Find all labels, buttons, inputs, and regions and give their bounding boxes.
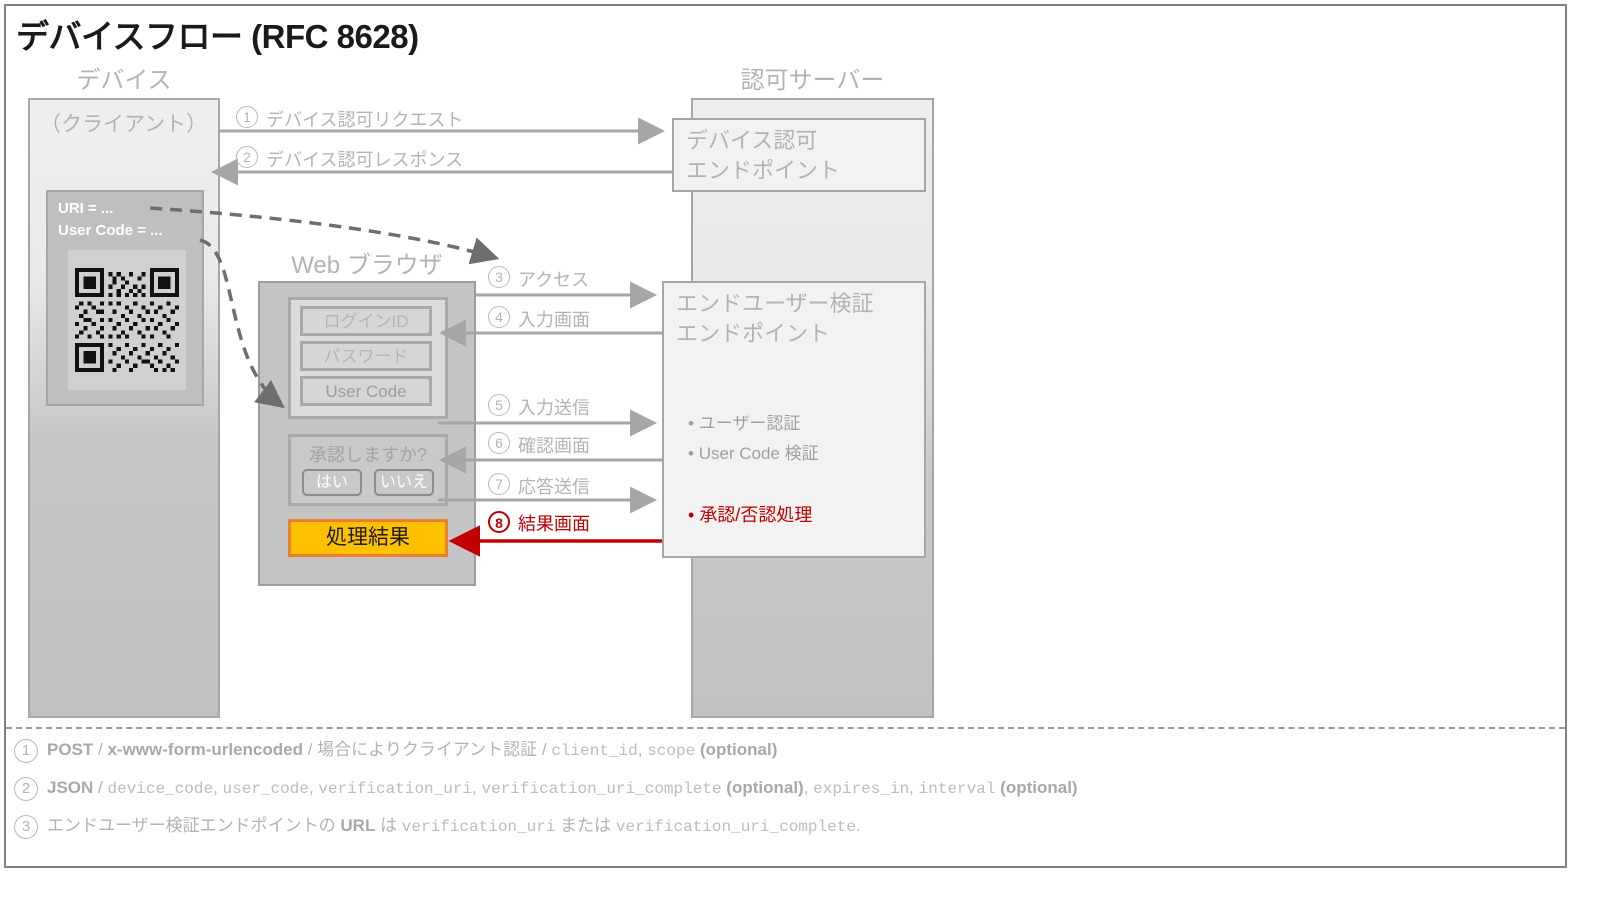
password-field[interactable]: パスワード xyxy=(300,341,432,371)
msg-num-5: 5 xyxy=(488,394,510,416)
footnote-2-num: 2 xyxy=(14,777,38,801)
msg-label-5: 入力送信 xyxy=(518,398,590,418)
msg-label-4: 入力画面 xyxy=(518,310,590,330)
login-id-field[interactable]: ログインID xyxy=(300,306,432,336)
footnote-1-num: 1 xyxy=(14,739,38,763)
approve-button[interactable]: はい xyxy=(302,469,362,496)
lane-heading-browser: Web ブラウザ xyxy=(291,252,443,279)
footnote-divider xyxy=(6,727,1565,729)
page-title: デバイスフロー (RFC 8628) xyxy=(16,18,419,55)
footnote-1-text: POST / x-www-form-urlencoded / 場合によりクライア… xyxy=(47,740,778,760)
end-user-verification-endpoint-box: エンドユーザー検証 エンドポイント ユーザー認証 User Code 検証 承認… xyxy=(662,281,926,558)
end-user-verification-endpoint-label: エンドユーザー検証 エンドポイント xyxy=(676,289,874,349)
msg-label-1: デバイス認可リクエスト xyxy=(266,110,464,130)
footnote-1: 1 POST / x-www-form-urlencoded / 場合によりクラ… xyxy=(14,738,777,763)
footnote-3-text: エンドユーザー検証エンドポイントの URL は verification_uri… xyxy=(47,816,861,836)
device-uri-text: URI = ... xyxy=(58,200,114,217)
device-display-panel: URI = ... User Code = ... xyxy=(46,190,204,406)
msg-num-2: 2 xyxy=(236,146,258,168)
footnote-3-num: 3 xyxy=(14,815,38,839)
msg-num-8: 8 xyxy=(488,511,510,533)
msg-label-3: アクセス xyxy=(518,270,590,290)
lane-heading-device: デバイス xyxy=(76,67,172,94)
device-client-caption: （クライアント） xyxy=(40,113,208,136)
msg-num-7: 7 xyxy=(488,473,510,495)
deny-button[interactable]: いいえ xyxy=(374,469,434,496)
ep1-line1: デバイス認可 xyxy=(686,128,818,153)
result-banner: 処理結果 xyxy=(288,519,448,557)
web-browser-window: ログインID パスワード User Code 承認しますか? はい いいえ 処理… xyxy=(258,281,476,586)
device-usercode-text: User Code = ... xyxy=(58,222,163,239)
msg-num-6: 6 xyxy=(488,432,510,454)
bullet-user-auth: ユーザー認証 xyxy=(688,409,819,439)
footnote-2-text: JSON / device_code, user_code, verificat… xyxy=(47,778,1078,798)
device-authorization-endpoint-label: デバイス認可 エンドポイント xyxy=(686,126,840,186)
user-code-field[interactable]: User Code xyxy=(300,376,432,406)
msg-label-2: デバイス認可レスポンス xyxy=(266,150,464,170)
consent-prompt-group: 承認しますか? はい いいえ xyxy=(288,434,448,506)
msg-label-8: 結果画面 xyxy=(518,514,590,534)
qr-code-icon xyxy=(75,268,179,372)
ep2-line1: エンドユーザー検証 xyxy=(676,291,874,316)
msg-label-7: 応答送信 xyxy=(518,477,590,497)
login-form-group: ログインID パスワード User Code xyxy=(288,297,448,419)
device-authorization-endpoint-box: デバイス認可 エンドポイント xyxy=(672,118,926,192)
qr-code-frame xyxy=(68,250,186,390)
ep1-line2: エンドポイント xyxy=(686,158,841,183)
msg-label-6: 確認画面 xyxy=(518,436,590,456)
bullet-approve-deny: 承認/否認処理 xyxy=(688,501,812,527)
msg-num-3: 3 xyxy=(488,266,510,288)
lane-heading-server: 認可サーバー xyxy=(740,67,885,94)
bullet-user-code-verify: User Code 検証 xyxy=(688,439,819,469)
msg-num-4: 4 xyxy=(488,306,510,328)
verification-endpoint-bullets: ユーザー認証 User Code 検証 xyxy=(688,409,819,469)
ep2-line2: エンドポイント xyxy=(676,321,831,346)
msg-num-1: 1 xyxy=(236,106,258,128)
footnote-2: 2 JSON / device_code, user_code, verific… xyxy=(14,776,1078,801)
footnote-3: 3 エンドユーザー検証エンドポイントの URL は verification_u… xyxy=(14,814,861,839)
consent-question: 承認しますか? xyxy=(308,445,427,465)
